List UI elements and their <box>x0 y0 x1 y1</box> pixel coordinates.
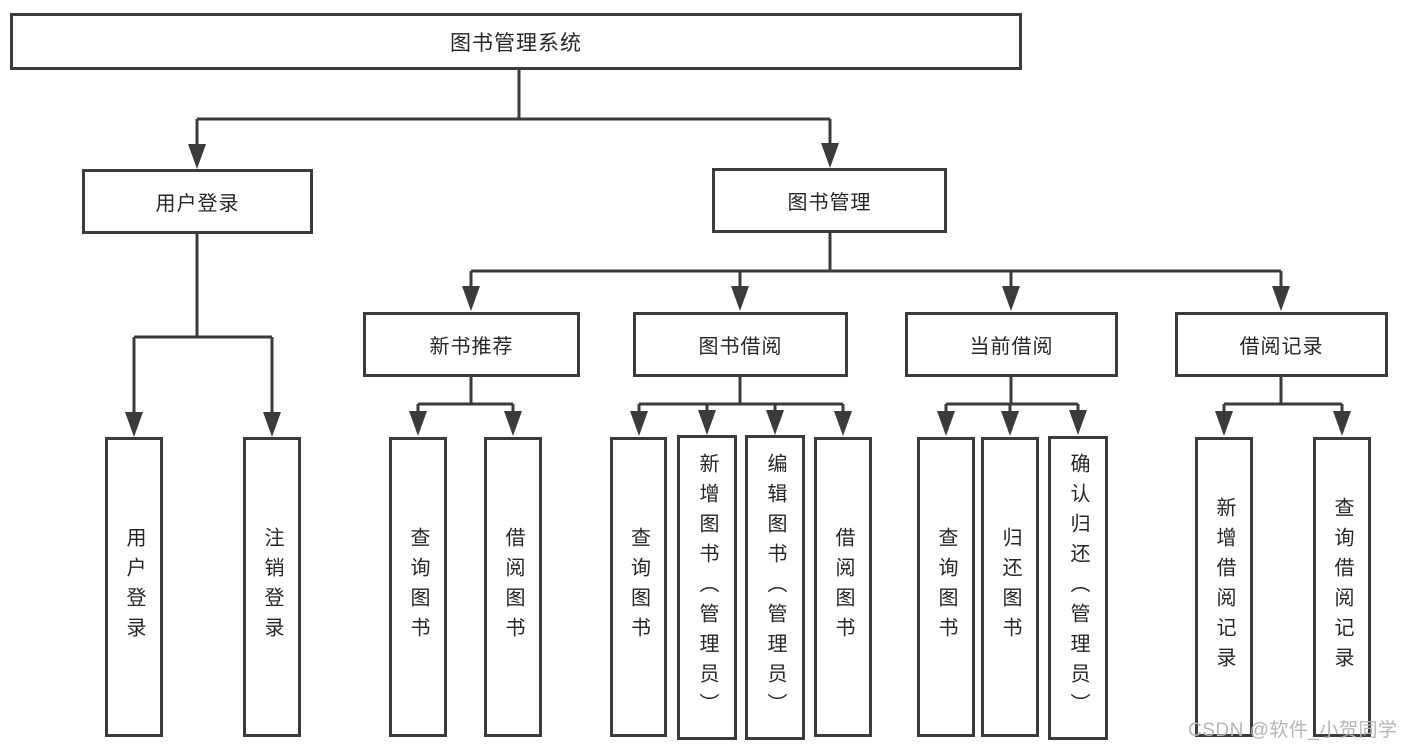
node-book-management: 图书管理 <box>712 168 947 233</box>
node-label: 借阅记录 <box>1239 336 1324 358</box>
node-borrowing-records: 借阅记录 <box>1175 312 1388 377</box>
node-new-book-recommend: 新书推荐 <box>363 312 580 377</box>
node-label: 查询图书 <box>407 527 429 647</box>
node-label: 注销登录 <box>261 527 283 647</box>
node-label: 查询图书 <box>627 527 650 647</box>
node-label: 图书借阅 <box>698 336 783 358</box>
leaf-borrow-book: 借阅图书 <box>814 437 872 737</box>
node-label: 图书管理系统 <box>450 31 582 55</box>
node-label: 新增借阅记录 <box>1213 497 1235 677</box>
node-label: 借阅图书 <box>502 527 524 647</box>
node-label: 当前借阅 <box>969 336 1054 358</box>
node-label: 确认归还（管理员） <box>1067 453 1089 723</box>
csdn-watermark: CSDN @软件_小贺同学 <box>1188 720 1398 741</box>
leaf-query-book-borrow: 查询图书 <box>610 437 667 737</box>
node-label: 用户登录 <box>123 527 145 647</box>
node-book-borrowing: 图书借阅 <box>633 312 848 377</box>
leaf-add-borrow-record: 新增借阅记录 <box>1195 437 1253 737</box>
node-label: 编辑图书（管理员） <box>764 452 786 723</box>
leaf-return-book: 归还图书 <box>981 437 1039 737</box>
node-label: 新增图书（管理员） <box>696 452 718 723</box>
node-label: 用户登录 <box>155 193 240 215</box>
leaf-add-book-admin: 新增图书（管理员） <box>677 435 737 740</box>
node-label: 新书推荐 <box>429 336 514 358</box>
node-library-management-system: 图书管理系统 <box>10 13 1022 70</box>
node-label: 查询图书 <box>935 527 957 647</box>
leaf-query-book-current: 查询图书 <box>917 437 975 737</box>
leaf-borrow-book-recommend: 借阅图书 <box>484 437 542 737</box>
leaf-logout: 注销登录 <box>243 437 301 737</box>
node-label: 借阅图书 <box>832 527 854 647</box>
node-current-borrowing: 当前借阅 <box>905 312 1118 377</box>
leaf-confirm-return-admin: 确认归还（管理员） <box>1048 436 1108 740</box>
node-label: 查询借阅记录 <box>1331 497 1353 677</box>
node-user-login: 用户登录 <box>82 169 313 234</box>
node-label: 图书管理 <box>787 192 872 214</box>
leaf-user-login: 用户登录 <box>105 437 163 737</box>
leaf-edit-book-admin: 编辑图书（管理员） <box>745 435 805 740</box>
node-label: 归还图书 <box>999 527 1021 647</box>
leaf-query-borrow-record: 查询借阅记录 <box>1313 437 1371 737</box>
leaf-query-book-recommend: 查询图书 <box>389 437 447 737</box>
